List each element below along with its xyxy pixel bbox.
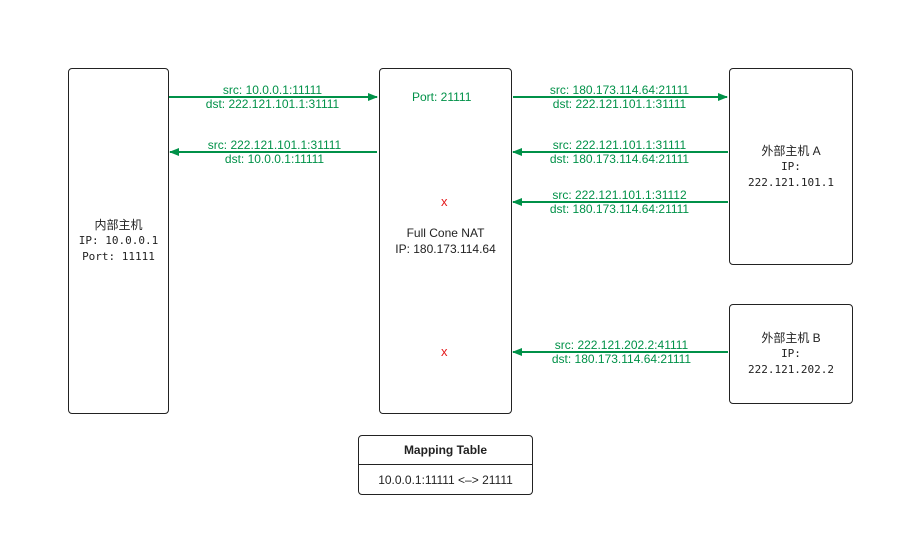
internal-host-name: 内部主机 (94, 218, 143, 232)
flow-label-in-a-other-port: src: 222.121.101.1:31112 dst: 180.173.11… (532, 188, 707, 216)
flow-src: src: 222.121.101.1:31111 (552, 138, 687, 152)
blocked-mark-host-b: x (440, 344, 449, 359)
host-b-ip-value: 222.121.202.2 (747, 363, 835, 376)
flow-label-out-right: src: 180.173.114.64:21111 dst: 222.121.1… (532, 83, 707, 111)
flow-dst: dst: 180.173.114.64:21111 (551, 352, 692, 366)
flow-label-in-b: src: 222.121.202.2:41111 dst: 180.173.11… (534, 338, 709, 366)
nat-ip: IP: 180.173.114.64 (395, 242, 496, 256)
nat-box: Full Cone NAT IP: 180.173.114.64 (379, 68, 512, 414)
flow-src: src: 222.121.101.1:31112 (552, 188, 687, 202)
nat-port-label: Port: 21111 (410, 90, 474, 104)
flow-dst: dst: 222.121.101.1:31111 (552, 97, 687, 111)
flow-dst: dst: 222.121.101.1:31111 (205, 97, 340, 111)
flow-label-out-left: src: 10.0.0.1:11111 dst: 222.121.101.1:3… (190, 83, 355, 111)
host-a-ip-label: IP: (781, 159, 801, 173)
nat-title: Full Cone NAT (406, 226, 485, 240)
flow-src: src: 222.121.101.1:31111 (207, 138, 342, 152)
flow-dst: dst: 10.0.0.1:11111 (224, 152, 325, 166)
flow-src: src: 180.173.114.64:21111 (549, 83, 690, 97)
internal-host-port: Port: 11111 (82, 250, 155, 263)
internal-host-ip: IP: 10.0.0.1 (78, 234, 159, 247)
mapping-table: Mapping Table 10.0.0.1:11111 <–> 21111 (358, 435, 533, 495)
host-b-box: 外部主机 B IP: 222.121.202.2 (729, 304, 853, 404)
host-b-name: 外部主机 B (761, 331, 821, 345)
flow-src: src: 222.121.202.2:41111 (554, 338, 689, 352)
internal-host-box: 内部主机 IP: 10.0.0.1 Port: 11111 (68, 68, 169, 414)
flow-dst: dst: 180.173.114.64:21111 (549, 152, 690, 166)
host-a-name: 外部主机 A (761, 143, 821, 158)
blocked-mark-host-a: x (440, 194, 449, 209)
flow-dst: dst: 180.173.114.64:21111 (549, 202, 690, 216)
host-a-ip-value: 222.121.101.1 (747, 175, 835, 189)
mapping-table-title: Mapping Table (359, 436, 532, 465)
flow-label-in-a-ok: src: 222.121.101.1:31111 dst: 180.173.11… (532, 138, 707, 166)
host-b-ip-label: IP: (781, 347, 801, 360)
flow-src: src: 10.0.0.1:11111 (222, 83, 323, 97)
host-a-box: 外部主机 A IP: 222.121.101.1 (729, 68, 853, 265)
mapping-table-entry: 10.0.0.1:11111 <–> 21111 (378, 473, 513, 487)
flow-label-in-left: src: 222.121.101.1:31111 dst: 10.0.0.1:1… (192, 138, 357, 166)
